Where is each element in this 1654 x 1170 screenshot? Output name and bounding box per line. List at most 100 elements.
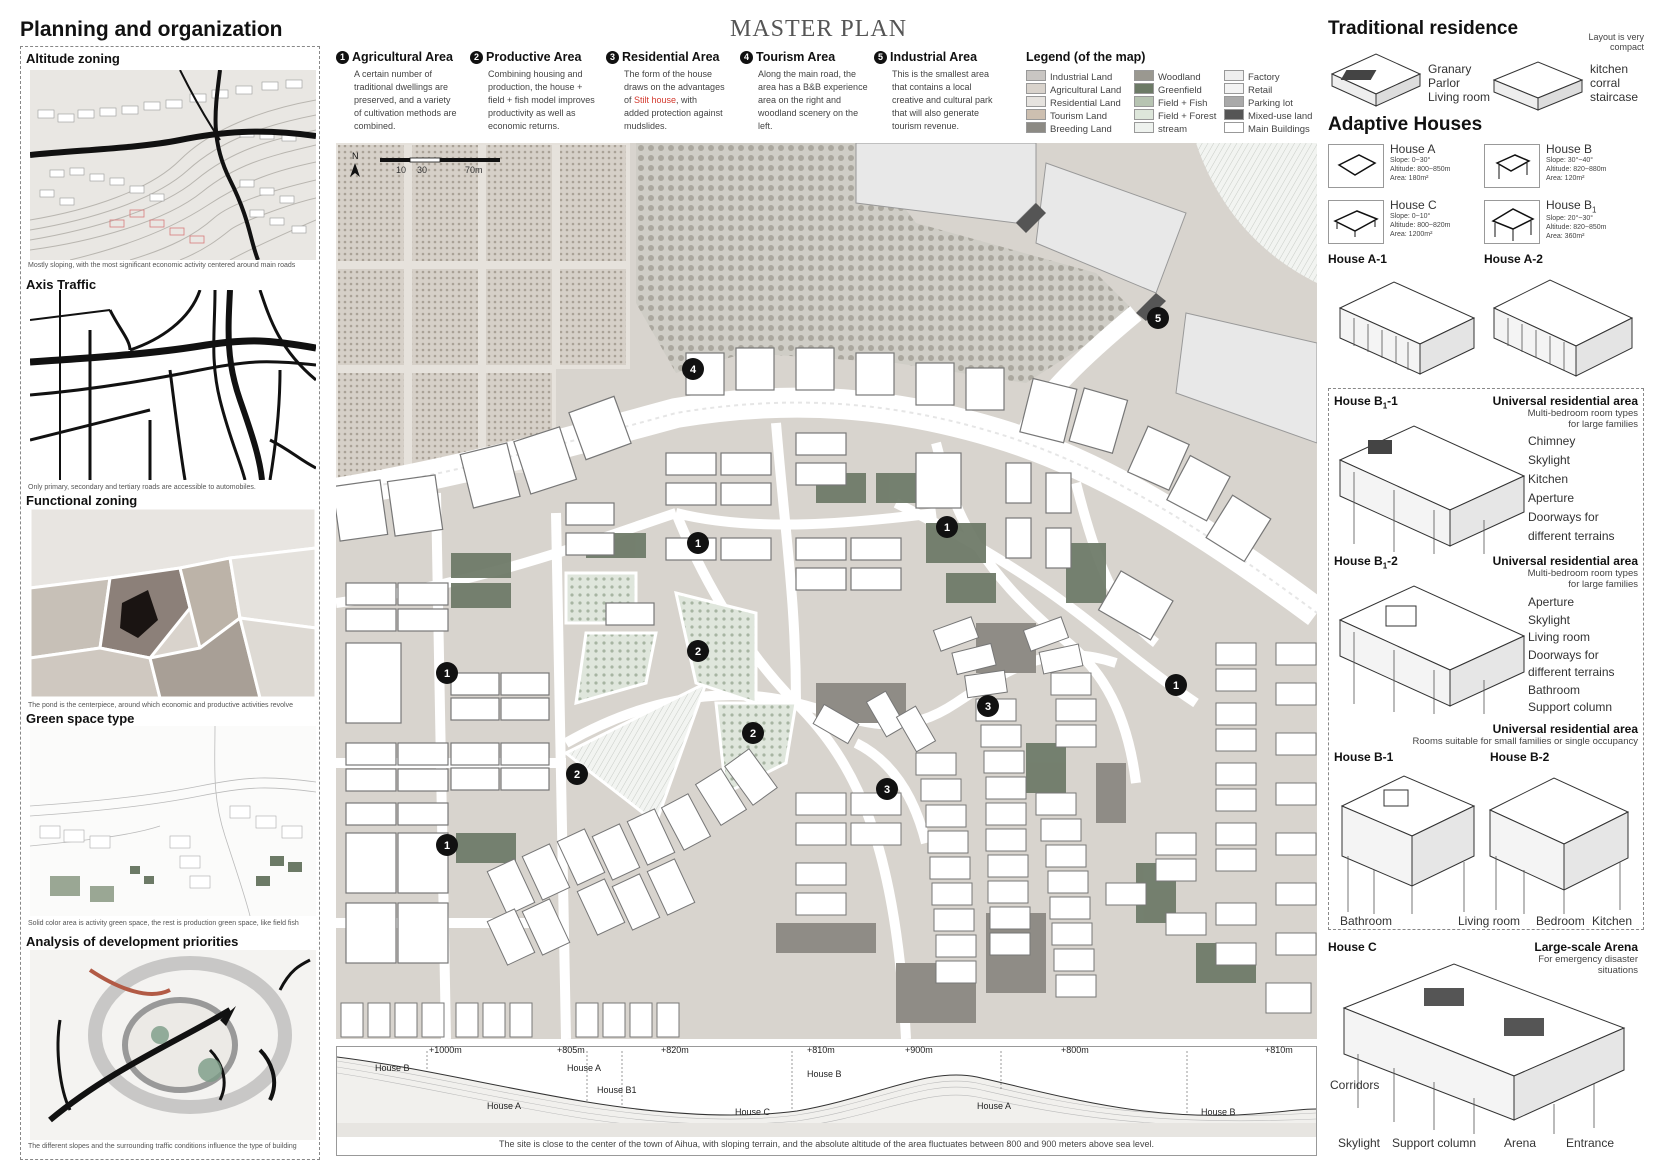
b1-1-area-title: Universal residential area	[1492, 394, 1638, 408]
adaptive-houses-title: Adaptive Houses	[1328, 114, 1483, 135]
scale-tick-70: 70m	[465, 165, 483, 175]
marker-1e: 1	[436, 834, 458, 856]
house-c-label-support-column: Support column	[1392, 1136, 1477, 1150]
house-c-icon-box	[1328, 200, 1384, 244]
panel-caption-development: The different slopes and the surrounding…	[28, 1143, 297, 1150]
marker-2c: 2	[566, 763, 588, 785]
panel-caption-axis-traffic: Only primary, secondary and tertiary roa…	[28, 484, 256, 491]
svg-text:3: 3	[884, 784, 890, 796]
alt-label: +820m	[661, 1045, 689, 1055]
north-arrow-label: N	[352, 151, 359, 161]
svg-text:1: 1	[444, 668, 450, 680]
house-a1-drawing	[1338, 281, 1476, 375]
svg-text:1: 1	[1173, 680, 1179, 692]
legend-col-1: Industrial Land Agricultural Land Reside…	[1026, 70, 1121, 135]
house-b1-icon-box	[1484, 200, 1540, 244]
functional-zoning-map	[30, 508, 316, 698]
north-arrow-icon	[350, 163, 360, 177]
marker-1b: 1	[936, 516, 958, 538]
traditional-house-2-drawing	[1492, 61, 1584, 111]
axis-traffic-map	[30, 290, 316, 480]
legend-item: Main Buildings	[1224, 122, 1312, 135]
alt-label: +810m	[1265, 1045, 1293, 1055]
house-b1-2-drawing	[1338, 585, 1526, 714]
house-c-drawing	[1342, 963, 1626, 1134]
area-markers: 4 5 1 1 1 1 1 2 2 2 3 3	[436, 307, 1187, 856]
panel-title-altitude: Altitude zoning	[26, 51, 120, 66]
house-c-title: House C	[1328, 940, 1377, 954]
b-label-kitchen: Kitchen	[1592, 914, 1633, 928]
house-c-area-title: Large-scale Arena	[1534, 940, 1638, 954]
traditional-residence-title: Traditional residence	[1328, 18, 1519, 39]
altitude-zoning-map	[30, 70, 316, 260]
house-c-label-arena: Arena	[1504, 1136, 1537, 1150]
scale-tick-10: 10	[396, 165, 406, 175]
marker-3b: 3	[876, 778, 898, 800]
b-label-bedroom: Bedroom	[1536, 914, 1585, 928]
house-b-2-title: House B-2	[1490, 750, 1550, 764]
svg-text:2: 2	[574, 769, 580, 781]
site-section-profile: +1000m +805m +820m +810m +900m +800m +81…	[336, 1045, 1317, 1156]
stilt-house-highlight: Stilt house	[634, 95, 677, 105]
section-house-label: House A	[977, 1101, 1012, 1111]
house-b-detail-frame	[1328, 388, 1644, 930]
panel-title-functional-zoning: Functional zoning	[26, 493, 138, 508]
house-b-2-drawing	[1488, 777, 1630, 914]
left-column-frame	[20, 46, 320, 1160]
house-b-icon-box	[1484, 144, 1540, 188]
house-c-label-corridors: Corridors	[1330, 1078, 1380, 1092]
marker-2b: 2	[742, 722, 764, 744]
legend-item: Residential Land	[1026, 96, 1121, 109]
svg-text:2: 2	[695, 646, 701, 658]
legend-item: Field + Forest	[1134, 109, 1216, 122]
master-plan-title: MASTER PLAN	[730, 16, 908, 42]
b1-2-area-title: Universal residential area	[1492, 554, 1638, 568]
marker-1d: 1	[1165, 674, 1187, 696]
panel-title-axis-traffic: Axis Traffic	[26, 277, 97, 292]
left-column-title: Planning and organization	[20, 18, 283, 41]
svg-text:3: 3	[985, 701, 991, 713]
house-c-label-skylight: Skylight	[1338, 1136, 1381, 1150]
section-house-label: House B	[1201, 1107, 1236, 1117]
marker-1c: 1	[436, 662, 458, 684]
legend-item: Factory	[1224, 70, 1312, 83]
marker-2a: 2	[687, 640, 709, 662]
section-house-label: House B	[375, 1063, 410, 1073]
legend-item: Parking lot	[1224, 96, 1312, 109]
marker-5: 5	[1147, 307, 1169, 329]
legend-item: Mixed-use land	[1224, 109, 1312, 122]
b-small-area-sub: Rooms suitable for small families or sin…	[1412, 736, 1638, 747]
legend-item: Industrial Land	[1026, 70, 1121, 83]
legend-item: Greenfield	[1134, 83, 1216, 96]
house-b-1-drawing	[1340, 775, 1476, 914]
legend-item: Field + Fish	[1134, 96, 1216, 109]
panel-caption-green-space: Solid color area is activity green space…	[28, 920, 299, 927]
panel-title-green-space: Green space type	[26, 711, 135, 726]
house-b-card: House B Slope: 30°~40°Altitude: 820~880m…	[1546, 142, 1607, 182]
section-house-label: House B	[807, 1069, 842, 1079]
house-a2-drawing	[1492, 279, 1634, 377]
house-b-1-title: House B-1	[1334, 750, 1394, 764]
section-house-label: House B1	[597, 1085, 637, 1095]
section-house-label: House A	[487, 1101, 522, 1111]
marker-3a: 3	[977, 695, 999, 717]
legend-item: stream	[1134, 122, 1216, 135]
house-c-label-entrance: Entrance	[1566, 1136, 1615, 1150]
alt-label: +900m	[905, 1045, 933, 1055]
green-space-map	[30, 726, 316, 916]
legend-item: Tourism Land	[1026, 109, 1121, 122]
section-terrain	[337, 1051, 1316, 1137]
svg-text:5: 5	[1155, 313, 1161, 325]
master-plan-map: N 10 30 70m 4 5 1 1 1 1 1 2 2 2 3 3	[336, 143, 1317, 1039]
